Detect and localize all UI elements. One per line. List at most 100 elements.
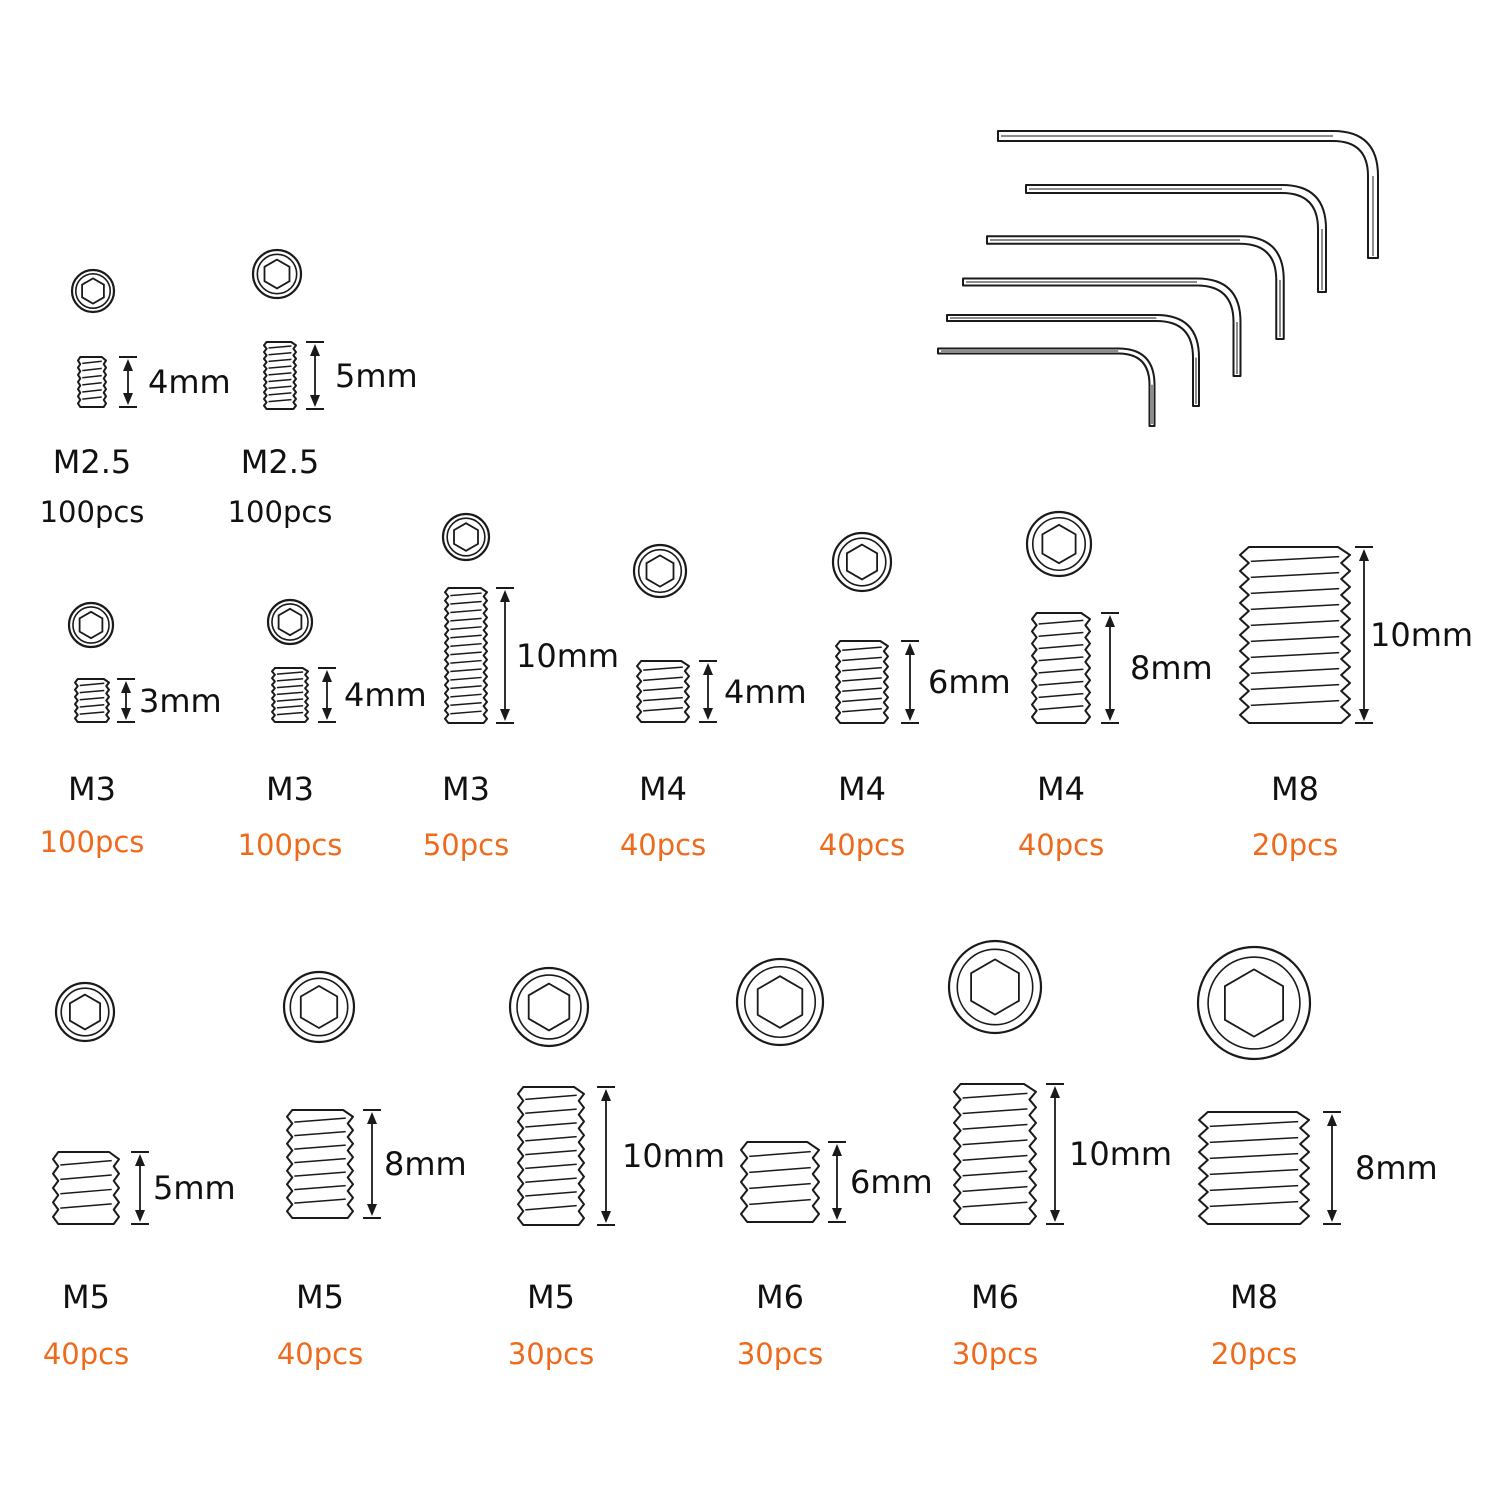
thread-line [962,1185,1028,1193]
set-screw-item [441,512,514,724]
thread-line [276,684,304,689]
thread-line [1250,619,1340,627]
hex-socket [645,554,675,588]
outer-ring [1025,510,1093,578]
outer-ring [735,957,825,1047]
dim-arrow-down [1050,1210,1060,1222]
hex-socket [756,975,804,1029]
outer-ring [282,970,356,1044]
inner-ring [446,517,486,557]
screw-size-label: M4 [838,770,886,808]
inner-ring [72,606,110,644]
dim-arrow-down [601,1211,611,1223]
inner-ring [289,977,349,1037]
dim-arrow-down [367,1204,377,1216]
thread-line [962,1108,1028,1115]
thread-line [525,1108,577,1114]
dim-arrow-down [123,393,133,405]
set-screw-item [282,970,381,1219]
dim-arrow-down [703,708,713,720]
screw-outline [1239,546,1351,724]
screw-length-label: 3mm [139,681,222,720]
thread-line [60,1188,112,1195]
screw-quantity-label: 100pcs [237,828,343,862]
thread-line [79,711,105,715]
screw-outline [271,667,309,723]
thread-line [643,696,683,702]
screw-quantity-label: 100pcs [39,495,145,529]
thread-line [525,1094,577,1101]
inner-ring [74,272,112,310]
inner-ring [956,948,1034,1026]
screw-size-label: M5 [296,1278,344,1316]
hex-socket [78,610,104,640]
hex-key-icon [1025,184,1327,293]
thread-line [1250,555,1340,563]
outer-ring [70,268,116,314]
screw-outline [286,1109,354,1219]
dim-arrow-down [1105,709,1115,721]
outer-ring [67,601,115,649]
thread-line [82,374,102,379]
thread-line [962,1092,1028,1099]
hex-socket [453,522,479,552]
screw-size-label: M6 [971,1278,1019,1316]
dim-arrow-down [322,708,332,720]
thread-line [1250,603,1340,611]
screw-length-label: 8mm [1355,1149,1438,1187]
dim-arrow-down [1359,709,1369,721]
thread-line [1038,644,1084,650]
thread-line [268,358,292,363]
set-screw-item [632,543,717,723]
thread-line [268,345,292,349]
dim-arrow-up [832,1144,842,1156]
screw-outline [740,1141,820,1223]
thread-line [1038,692,1084,699]
thread-line [450,592,482,597]
dim-arrow-down [121,708,131,720]
outer-ring [266,598,314,646]
dim-arrow-up [601,1089,611,1101]
screw-quantity-label: 100pcs [39,825,145,859]
screw-quantity-label: 30pcs [507,1337,595,1371]
thread-line [1209,1136,1299,1144]
thread-line [1250,571,1340,579]
thread-line [842,666,882,672]
inner-ring [637,548,683,594]
thread-line [268,378,292,383]
screw-length-label: 10mm [1370,616,1474,654]
dim-arrow-up [123,359,133,371]
thread-line [643,707,683,712]
screw-quantity-label: 40pcs [276,1337,364,1371]
dim-arrow-up [322,670,332,682]
thread-line [842,687,882,692]
thread-line [1209,1168,1299,1176]
screw-length-label: 10mm [622,1137,726,1175]
dim-arrow-up [905,643,915,655]
set-screw-item [1196,945,1341,1225]
thread-line [643,666,683,671]
thread-line [60,1174,112,1181]
dim-arrow-up [135,1154,145,1166]
screw-length-label: 8mm [1130,649,1213,687]
screw-quantity-label: 30pcs [951,1337,1039,1371]
thread-line [1250,699,1340,707]
thread-line [525,1191,577,1197]
hex-socket [970,958,1020,1016]
thread-line [79,689,105,694]
thread-line [643,676,683,682]
thread-line [276,678,304,682]
inner-ring [837,537,887,587]
outer-ring [1196,945,1312,1061]
screw-size-label: M3 [68,770,116,808]
thread-line [1250,683,1340,691]
thread-line [450,702,482,707]
outer-ring [54,981,116,1043]
set-screw-item [508,966,615,1226]
thread-line [268,372,292,376]
outer-ring [441,512,491,562]
thread-line [450,676,482,681]
set-screw-item [67,601,135,723]
screw-length-label: 4mm [344,676,427,714]
